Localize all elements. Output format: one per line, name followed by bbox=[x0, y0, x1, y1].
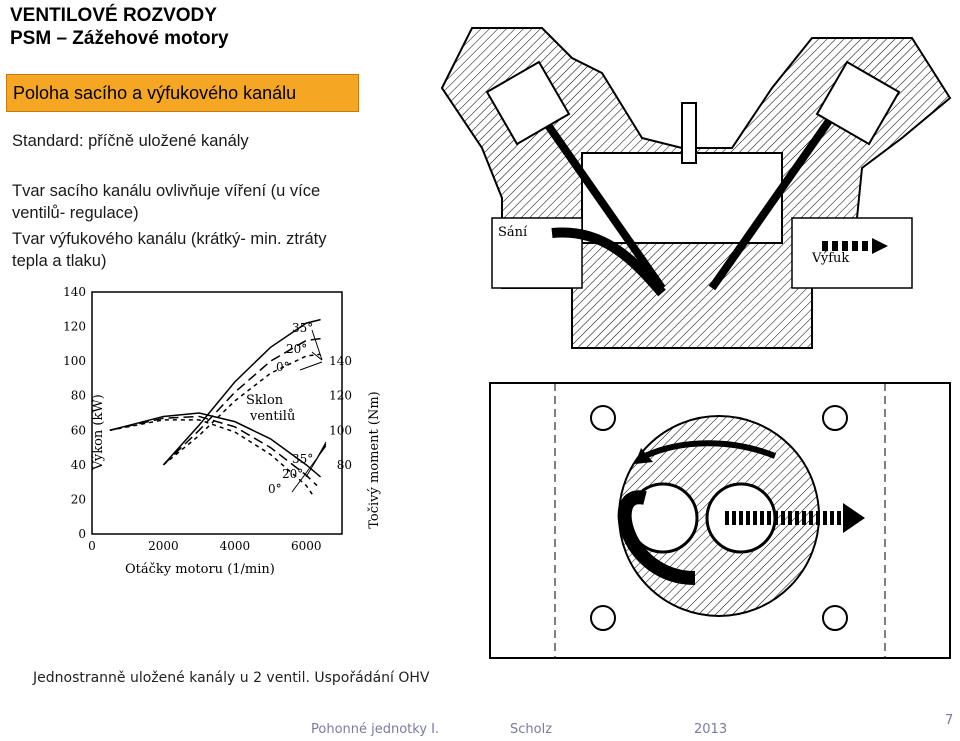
bolt-hole bbox=[590, 405, 616, 431]
body-line-5: tepla a tlaku) bbox=[12, 252, 107, 270]
y2-tick-label: 120 bbox=[329, 389, 352, 403]
torque-series-line bbox=[109, 419, 315, 497]
combustion-chamber bbox=[581, 152, 783, 244]
y2-tick-label: 140 bbox=[329, 354, 352, 368]
chart-frame bbox=[91, 291, 343, 535]
angle-top-0: 0° bbox=[276, 360, 290, 374]
y-tick-label: 120 bbox=[63, 320, 86, 334]
exhaust-arrow-head bbox=[872, 238, 888, 254]
bolt-hole bbox=[822, 405, 848, 431]
x-tick-label: 6000 bbox=[291, 539, 322, 553]
bottom-bracket bbox=[291, 441, 327, 493]
exhaust-valve-spring bbox=[815, 60, 901, 146]
power-series-line bbox=[162, 318, 321, 466]
body-line-3: ventilů- regulace) bbox=[12, 204, 139, 222]
top-bracket bbox=[299, 329, 323, 371]
angle-top-20: 20° bbox=[286, 342, 307, 356]
y-tick-label: 60 bbox=[71, 423, 86, 437]
body-line-1: Standard: příčně uložené kanály bbox=[12, 132, 249, 150]
swirl-arrow bbox=[617, 490, 696, 585]
footer-course: Pohonné jednotky I. bbox=[311, 722, 440, 737]
exhaust-port bbox=[791, 217, 913, 289]
angle-top-35: 35° bbox=[292, 321, 313, 335]
xlabel: Otáčky motoru (1/min) bbox=[125, 562, 275, 577]
subtitle-text: Poloha sacího a výfukového kanálu bbox=[13, 83, 297, 103]
ylabel-left: Výkon (kW) bbox=[91, 394, 106, 471]
body-line-2: Tvar sacího kanálu ovlivňuje víření (u v… bbox=[12, 182, 321, 200]
exhaust-flow-top-head bbox=[843, 503, 865, 533]
power-series-line bbox=[162, 337, 321, 466]
spark-plug bbox=[681, 102, 697, 164]
y-tick-label: 20 bbox=[71, 492, 86, 506]
power-series-line bbox=[162, 353, 321, 466]
subtitle-banner: Poloha sacího a výfukového kanálu bbox=[6, 74, 359, 112]
torque-series-line bbox=[109, 415, 318, 487]
footer-year: 2013 bbox=[694, 722, 728, 737]
x-tick-label: 0 bbox=[88, 539, 96, 553]
x-tick-label: 4000 bbox=[220, 539, 251, 553]
x-tick-label: 2000 bbox=[148, 539, 179, 553]
figure-caption: Jednostranně uložené kanály u 2 ventil. … bbox=[33, 670, 430, 686]
performance-chart: 140 120 100 80 60 40 20 0 140 120 100 80 0 2000 4000… bbox=[63, 285, 382, 577]
y2-tick-label: 80 bbox=[337, 458, 352, 472]
intake-label: Sání bbox=[498, 225, 528, 240]
angle-bottom-0: 0° bbox=[268, 482, 282, 496]
annotation-sklon: Sklon bbox=[246, 393, 284, 408]
swirl-arc-head bbox=[635, 448, 653, 464]
ylabel-right: Točivý moment (Nm) bbox=[367, 391, 382, 529]
torque-series-line bbox=[109, 412, 322, 478]
angle-bottom-20: 20° bbox=[282, 467, 303, 481]
page-number: 7 bbox=[945, 713, 954, 728]
annotation-ventilu: ventilů bbox=[249, 408, 295, 424]
intake-flow-arrow bbox=[551, 227, 666, 297]
title-line-1: VENTILOVÉ ROZVODY bbox=[10, 5, 217, 26]
y-tick-label: 100 bbox=[63, 354, 86, 368]
exhaust-label: Výfuk bbox=[811, 251, 849, 266]
bolt-hole bbox=[590, 605, 616, 631]
bolt-hole bbox=[822, 605, 848, 631]
y-tick-label: 40 bbox=[71, 458, 86, 472]
title-line-2: PSM – Zážehové motory bbox=[10, 28, 229, 49]
swirl-arc bbox=[643, 440, 777, 459]
intake-valve-spring bbox=[485, 60, 571, 146]
footer-author: Scholz bbox=[510, 722, 553, 737]
page-title: VENTILOVÉ ROZVODY PSM – Zážehové motory bbox=[10, 4, 229, 50]
y-tick-label: 0 bbox=[78, 527, 86, 541]
chamber-top-view bbox=[489, 382, 951, 659]
y-tick-label: 80 bbox=[71, 389, 86, 403]
engine-cross-section: Sání Výfuk bbox=[440, 27, 952, 349]
body-line-4: Tvar výfukového kanálu (krátký- min. ztr… bbox=[12, 230, 327, 248]
angle-bottom-35: 35° bbox=[292, 452, 313, 466]
y2-tick-label: 100 bbox=[329, 423, 352, 437]
y-tick-label: 140 bbox=[63, 285, 86, 299]
